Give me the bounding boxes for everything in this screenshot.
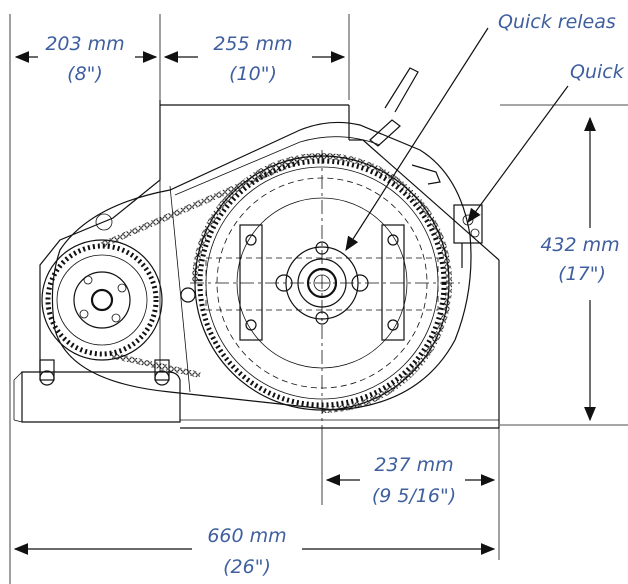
dim-237-metric: 237 mm	[374, 454, 453, 476]
dim-237-imperial: (9 5/16")	[372, 485, 456, 507]
callout-quick-release-2: Quick	[570, 61, 625, 83]
small-sprocket	[41, 157, 302, 378]
quick-release-levers	[369, 67, 483, 268]
dim-660-metric: 660 mm	[207, 525, 286, 547]
callout-quick-release-1: Quick releas	[498, 11, 616, 33]
extension-lines	[9, 14, 628, 584]
dim-203-imperial: (8")	[67, 63, 103, 85]
mount-bolts	[39, 213, 196, 386]
dim-255-imperial: (10")	[229, 63, 277, 85]
winch-body	[13, 100, 500, 429]
dim-203-metric: 203 mm	[45, 33, 124, 55]
dim-432-imperial: (17")	[558, 263, 606, 285]
callout-leaders	[345, 27, 569, 252]
dimension-arrows	[13, 51, 596, 555]
dim-255-metric: 255 mm	[213, 33, 292, 55]
large-sprocket	[190, 150, 460, 430]
dim-432-metric: 432 mm	[540, 234, 619, 256]
dim-660-imperial: (26")	[223, 556, 271, 578]
